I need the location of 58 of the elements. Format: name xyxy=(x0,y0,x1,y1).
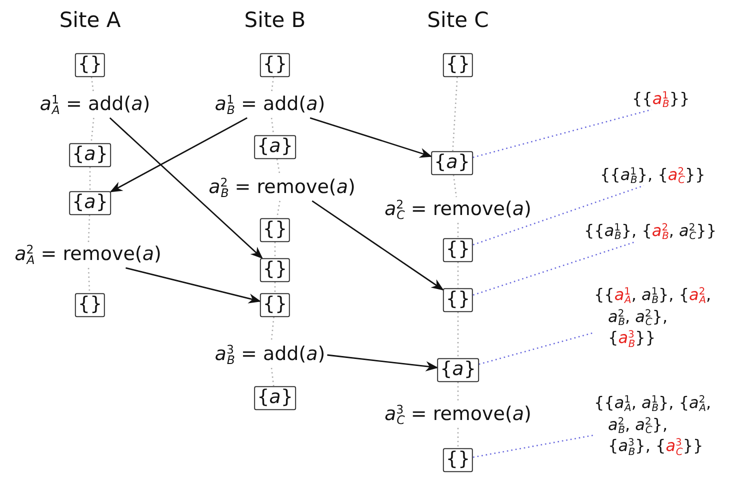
dotted-line xyxy=(270,76,274,92)
dotted-line xyxy=(90,118,94,144)
state-box: {} xyxy=(260,293,290,317)
dotted-line xyxy=(478,332,594,365)
state-box: {} xyxy=(260,53,290,77)
dotted-line xyxy=(457,428,459,448)
arrow xyxy=(126,267,262,304)
set-annotation: {{a$^{1}$$_{B}$}, {a$^{2}$$_{B}$, a$^{2}$$_{C}$}} xyxy=(584,220,754,242)
dotted-line xyxy=(274,282,276,294)
set-annotation: {{a$^{1}$$_{B}$}} xyxy=(632,88,752,110)
dotted-line xyxy=(452,174,457,198)
state-box: {} xyxy=(442,448,474,472)
state-box: {a} xyxy=(254,386,296,410)
site-heading: Site B xyxy=(244,8,306,32)
operation-label: a$^{2}$$_{A}$ = remove(a) xyxy=(12,242,164,268)
dotted-line xyxy=(88,268,90,294)
state-box: {a} xyxy=(254,135,296,159)
state-box: {a} xyxy=(69,191,111,215)
operation-label: a$^{3}$$_{B}$ = add(a) xyxy=(212,342,328,368)
dotted-line xyxy=(88,214,90,242)
dotted-line xyxy=(276,158,280,176)
state-box: {} xyxy=(442,238,474,262)
dotted-line xyxy=(472,240,636,296)
state-box: {} xyxy=(74,53,106,77)
dotted-line xyxy=(457,222,459,238)
set-annotation: {{a$^{1}$$_{B}$}, {a$^{2}$$_{C}$}} xyxy=(600,164,750,186)
state-box: {} xyxy=(74,293,106,317)
operation-label: a$^{2}$$_{C}$ = remove(a) xyxy=(382,197,534,223)
arrow xyxy=(312,200,444,290)
operation-label: a$^{3}$$_{C}$ = remove(a) xyxy=(382,402,534,428)
dotted-line xyxy=(457,382,459,402)
dotted-line xyxy=(270,316,274,342)
site-heading: Site A xyxy=(59,8,121,32)
dotted-line xyxy=(270,368,274,386)
arrow xyxy=(327,354,438,372)
dotted-line xyxy=(89,166,91,192)
operation-label: a$^{1}$$_{B}$ = add(a) xyxy=(212,92,328,118)
state-box: {} xyxy=(260,218,290,242)
dotted-line xyxy=(90,76,94,92)
operation-label: a$^{1}$$_{A}$ = add(a) xyxy=(38,92,152,118)
dotted-line xyxy=(457,312,459,358)
dotted-line xyxy=(472,434,594,458)
state-box: {a} xyxy=(69,143,111,167)
set-annotation: {{a$^{1}$$_{A}$, a$^{1}$$_{B}$}, {a$^{2}$$_{A}$, a$^{2}$$_{B}$, a$^{2}$$_{C}$}, {a$^{3}$$_{B}$}, {a$^{3}$$_{C}$}} xyxy=(594,392,712,457)
dotted-line xyxy=(457,262,459,288)
operation-label: a$^{2}$$_{B}$ = remove(a) xyxy=(206,175,358,201)
state-box: {} xyxy=(442,288,474,312)
arrow xyxy=(110,117,248,192)
arrow xyxy=(310,117,432,158)
state-box: {} xyxy=(442,53,474,77)
arrow xyxy=(109,117,263,259)
state-box: {} xyxy=(260,258,290,282)
state-box: {a} xyxy=(431,151,473,175)
state-box: {a} xyxy=(437,358,479,382)
site-heading: Site C xyxy=(427,8,489,32)
dotted-line xyxy=(274,242,276,258)
dotted-line xyxy=(452,76,458,152)
set-annotation: {{a$^{1}$$_{A}$, a$^{1}$$_{B}$}, {a$^{2}$$_{A}$, a$^{2}$$_{B}$, a$^{2}$$_{C}$}, {a$^{3}$$_{B}$}} xyxy=(594,284,712,349)
